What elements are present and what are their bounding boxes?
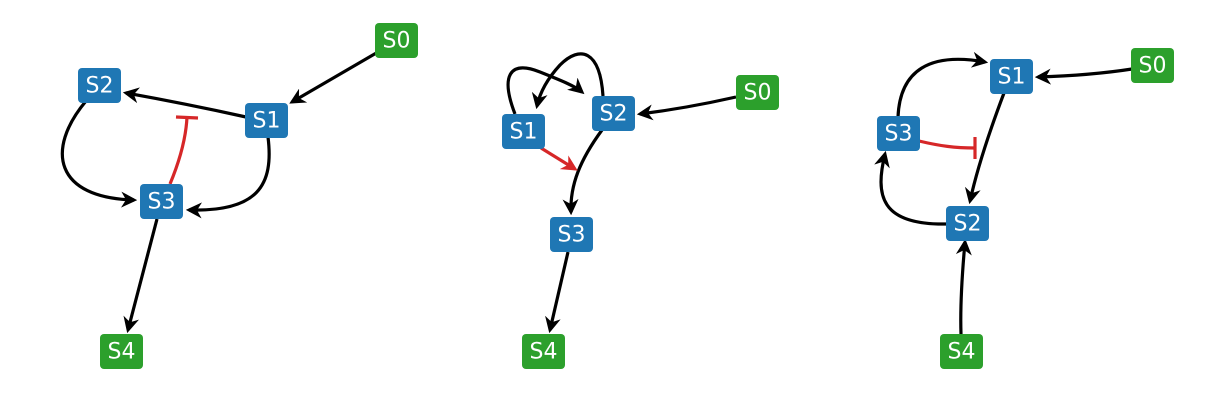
edge-s3-s4 [545, 251, 570, 334]
inhibition-s3-edge [168, 116, 189, 185]
edge-s0-s1 [289, 50, 379, 104]
node-s3: S3 [877, 116, 920, 151]
red-activation-edge [540, 146, 578, 171]
node-label: S2 [86, 74, 114, 99]
diagram-2: S0 S1 S2 S3 S4 [502, 52, 779, 369]
diagram-1: S0 S1 S2 S3 S4 [60, 23, 418, 369]
edge-s2-s1-loop [531, 52, 605, 110]
node-s4: S4 [100, 334, 143, 369]
node-s2: S2 [592, 96, 635, 131]
edge-s1-s2-loop [506, 66, 585, 115]
node-s0: S0 [1131, 48, 1174, 83]
node-label: S1 [510, 120, 538, 145]
node-s4: S4 [940, 334, 983, 369]
edge-s4-s2 [955, 238, 972, 335]
edge-s3-s1 [896, 51, 989, 118]
edge-s1-s2 [964, 92, 1006, 205]
node-s0: S0 [736, 75, 779, 110]
node-label: S1 [998, 65, 1026, 90]
node-s1: S1 [502, 114, 545, 149]
node-label: S0 [1139, 54, 1167, 79]
edge-s2-s3 [60, 99, 138, 208]
node-s3: S3 [550, 217, 593, 252]
inhibition-bar [175, 115, 199, 120]
diagram-3: S0 S1 S3 S2 S4 [874, 48, 1174, 369]
edge-s1-s2 [122, 87, 247, 119]
edge-s0-s1 [1034, 67, 1133, 85]
node-label: S3 [885, 122, 913, 147]
node-s0: S0 [375, 23, 418, 58]
node-label: S3 [558, 223, 586, 248]
node-s2: S2 [78, 68, 121, 103]
node-label: S3 [148, 190, 176, 215]
edge-s1-s3 [185, 136, 271, 219]
edge-s3-s4 [123, 218, 159, 334]
node-label: S4 [108, 340, 136, 365]
node-s4: S4 [522, 334, 565, 369]
node-s1: S1 [990, 59, 1033, 94]
edge-s0-s2 [636, 95, 737, 121]
node-label: S2 [600, 102, 628, 127]
node-label: S1 [253, 109, 281, 134]
node-label: S0 [744, 81, 772, 106]
node-label: S2 [954, 212, 982, 237]
node-s3: S3 [140, 184, 183, 219]
node-s2: S2 [946, 206, 989, 241]
edge-s2-s3 [562, 129, 604, 216]
node-s1: S1 [245, 103, 288, 138]
inhibition-s3-edge [918, 139, 976, 150]
node-label: S4 [530, 340, 558, 365]
node-label: S0 [383, 29, 411, 54]
edge-s2-s3 [874, 150, 947, 226]
node-label: S4 [948, 340, 976, 365]
